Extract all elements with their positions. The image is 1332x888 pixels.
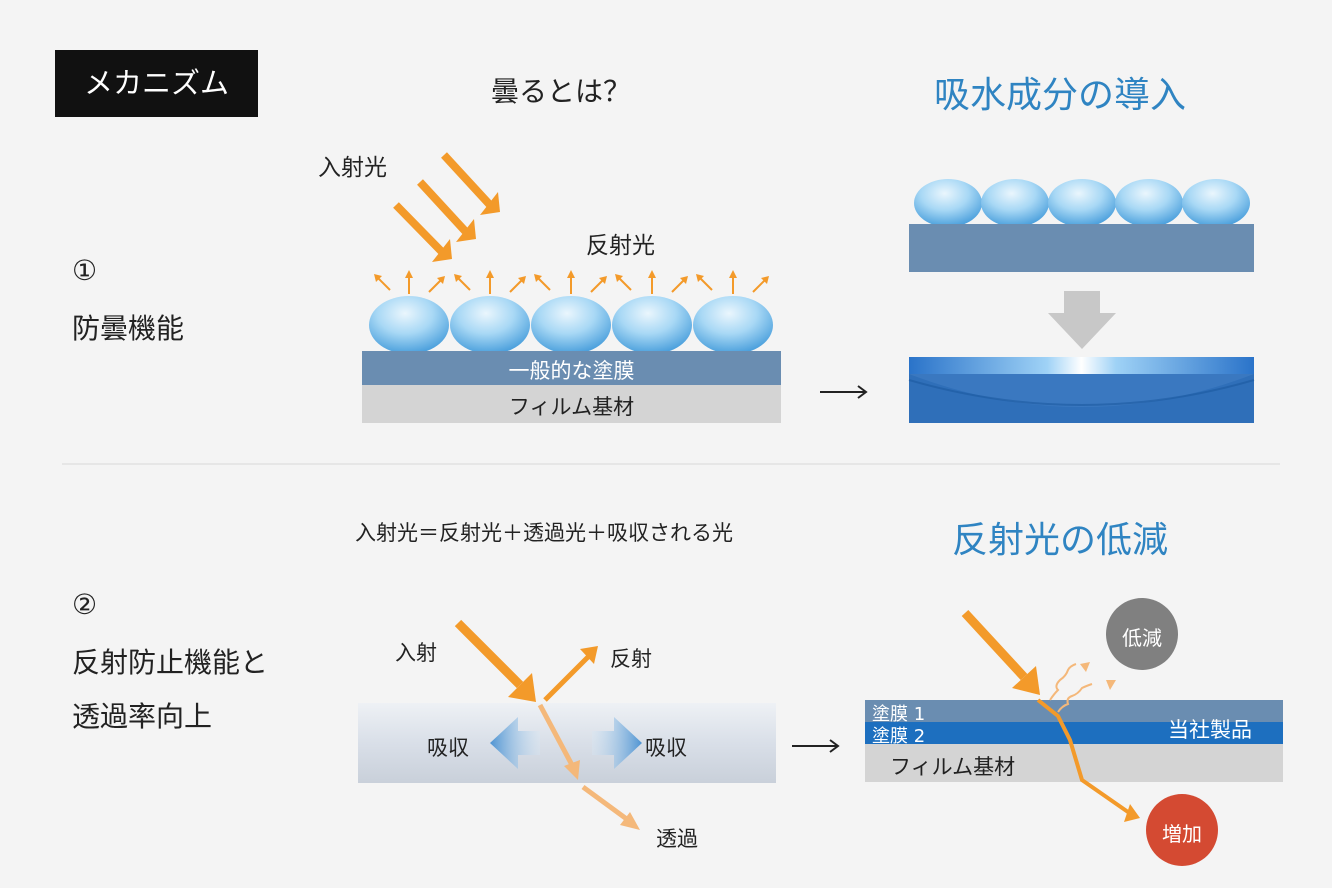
fog-question: 曇るとは？ <box>491 75 632 108</box>
decrease-circle <box>1106 598 1178 670</box>
incident-light-label: 入射光 <box>318 155 387 181</box>
coating-layer <box>362 351 781 385</box>
coating-plate-top <box>909 224 1254 272</box>
coating-label: 一般的な塗膜 <box>508 359 635 383</box>
section2-name-line2: 透過率向上 <box>72 700 213 733</box>
water-droplets-right <box>914 179 1250 227</box>
section1-number: ① <box>72 254 98 287</box>
film-base-label: フィルム基材 <box>890 755 1016 779</box>
absorb-right-label: 吸収 <box>645 736 687 760</box>
title-water-absorb: 吸水成分の導入 <box>934 75 1187 116</box>
gray-down-arrow-icon <box>1048 291 1116 349</box>
reflect-label: 反射 <box>610 647 652 671</box>
coat2-layer <box>865 722 1283 744</box>
product-label: 当社製品 <box>1168 718 1252 742</box>
incident-label: 入射 <box>395 641 437 665</box>
decrease-label: 低減 <box>1122 626 1162 650</box>
reflected-light-label: 反射光 <box>586 233 655 259</box>
incident-arrow-right <box>961 609 1040 695</box>
coat1-layer <box>865 700 1283 722</box>
long-right-arrow-icon-2 <box>792 739 840 753</box>
section2-number: ② <box>72 588 98 621</box>
coat1-label: 塗膜 1 <box>872 704 926 725</box>
transmitted-path <box>1036 698 1140 822</box>
reflect-arrow <box>543 646 598 702</box>
water-film-plate <box>908 357 1255 423</box>
incident-light-arrows <box>393 152 500 262</box>
equation-text: 入射光＝反射光＋透過光＋吸収される光 <box>355 521 733 545</box>
absorb-arrows <box>490 717 642 769</box>
transmit-label: 透過 <box>656 827 698 851</box>
film-label: フィルム基材 <box>508 395 635 419</box>
transmit-arrow <box>537 703 640 830</box>
title-reflect-reduce: 反射光の低減 <box>952 520 1169 561</box>
mechanism-badge: メカニズム <box>55 50 258 117</box>
increase-label: 増加 <box>1162 822 1202 846</box>
glass-panel <box>358 703 776 783</box>
increase-circle <box>1146 794 1218 866</box>
incident-arrow <box>454 619 536 702</box>
section2-name-line1: 反射防止機能と <box>72 646 269 679</box>
absorb-left-label: 吸収 <box>427 736 469 760</box>
water-droplets-left <box>369 296 773 354</box>
reflected-small-arrows <box>374 270 769 294</box>
section1-name: 防曇機能 <box>72 312 185 345</box>
long-right-arrow-icon <box>820 385 868 399</box>
film-layer <box>362 385 781 423</box>
wavy-reflected-lines <box>1049 662 1116 713</box>
coat2-label: 塗膜 2 <box>872 726 926 747</box>
